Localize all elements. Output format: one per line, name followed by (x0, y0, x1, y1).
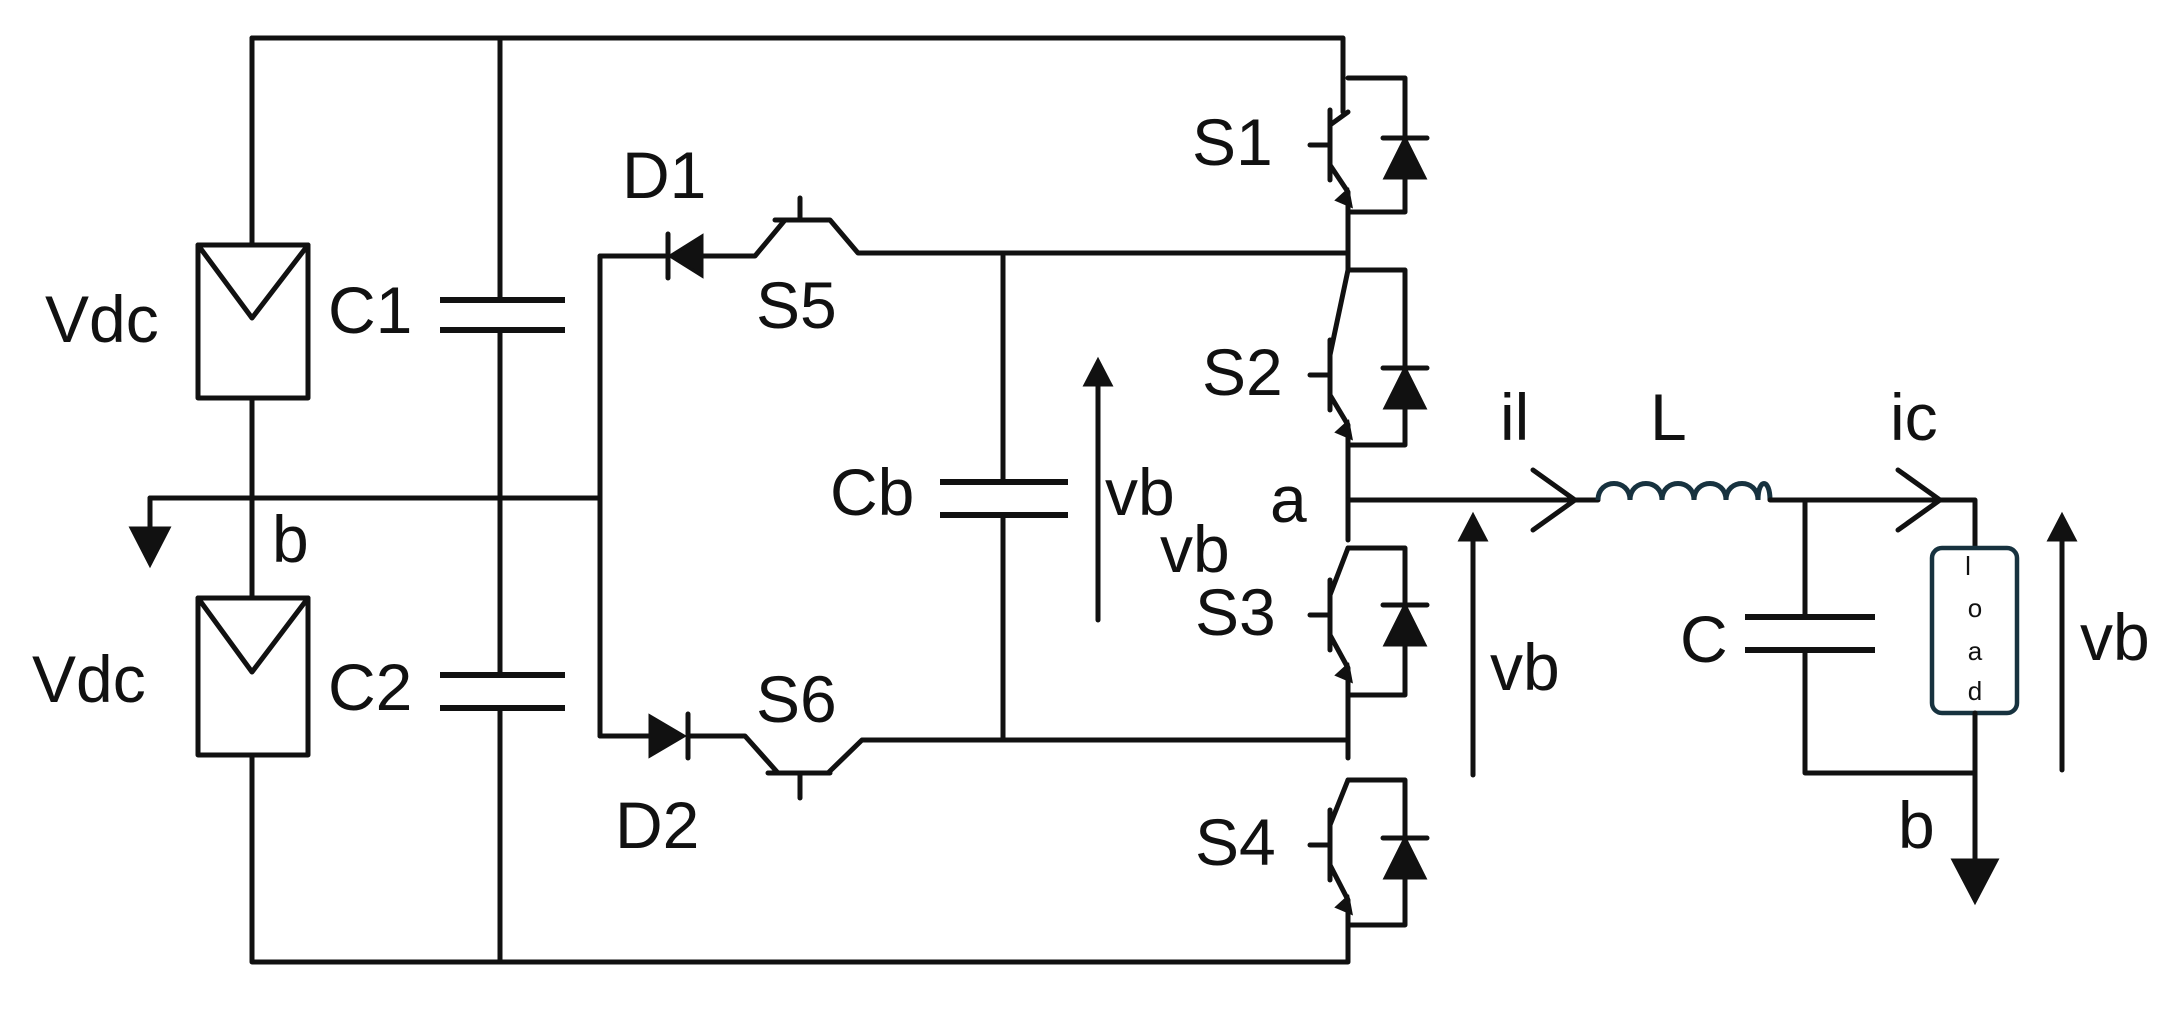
label-c1: C1 (328, 273, 412, 347)
pv-source-top (195, 242, 311, 401)
label-s5: S5 (756, 268, 837, 342)
neutral-arrow-left (128, 526, 172, 569)
inductor-l (1595, 481, 1773, 501)
label-vdc-bottom: Vdc (32, 642, 146, 716)
label-c: C (1680, 602, 1728, 676)
capacitor-cb (940, 479, 1068, 518)
label-vb-mid: vb (1160, 512, 1230, 586)
vb-arrowhead-load (2046, 511, 2078, 542)
load-letter-o: o (1968, 593, 1982, 623)
capacitor-c2 (440, 672, 565, 711)
label-cb: Cb (830, 455, 914, 529)
ground-arrow-right (1950, 858, 2000, 906)
label-d1: D1 (622, 138, 706, 212)
label-d2: D2 (615, 788, 699, 862)
switch-s5-gate (772, 195, 828, 223)
capacitor-c (1745, 497, 1978, 776)
igbt-s1 (1307, 75, 1430, 215)
diode-d1 (665, 231, 704, 281)
clamp-wires (597, 217, 1351, 776)
label-s1: S1 (1192, 105, 1273, 179)
load-letter-d: d (1968, 676, 1982, 706)
label-c2: C2 (328, 650, 412, 724)
leg-wires (1345, 209, 1578, 761)
label-il: il (1500, 380, 1529, 454)
igbt-s4 (1307, 777, 1430, 933)
vb-arrowhead-mid (1457, 511, 1489, 542)
label-node-b-right: b (1898, 788, 1935, 862)
igbt-s2 (1307, 267, 1430, 448)
igbt-s3 (1307, 545, 1430, 698)
label-node-b-left: b (272, 502, 309, 576)
label-l: L (1650, 380, 1687, 454)
ic-arrow (1895, 467, 1943, 533)
load-letter-l: l (1965, 551, 1971, 581)
pv-source-bottom (195, 595, 311, 758)
load-letter-a: a (1968, 636, 1983, 666)
label-vb-load: vb (2080, 600, 2150, 674)
switch-s6-gate (765, 770, 833, 801)
label-s4: S4 (1195, 805, 1276, 879)
capacitor-c1 (440, 297, 565, 333)
vb-arrowhead-cb (1082, 356, 1114, 387)
label-s6: S6 (756, 662, 837, 736)
diode-d2 (648, 711, 691, 761)
label-node-a: a (1270, 462, 1307, 536)
label-s3: S3 (1195, 575, 1276, 649)
label-vdc-top: Vdc (45, 282, 159, 356)
dc-bus-wires (147, 35, 1351, 965)
label-vb-output: vb (1490, 630, 1560, 704)
label-s2: S2 (1202, 335, 1283, 409)
label-vb-cb: vb (1105, 455, 1175, 529)
label-ic: ic (1890, 380, 1938, 454)
